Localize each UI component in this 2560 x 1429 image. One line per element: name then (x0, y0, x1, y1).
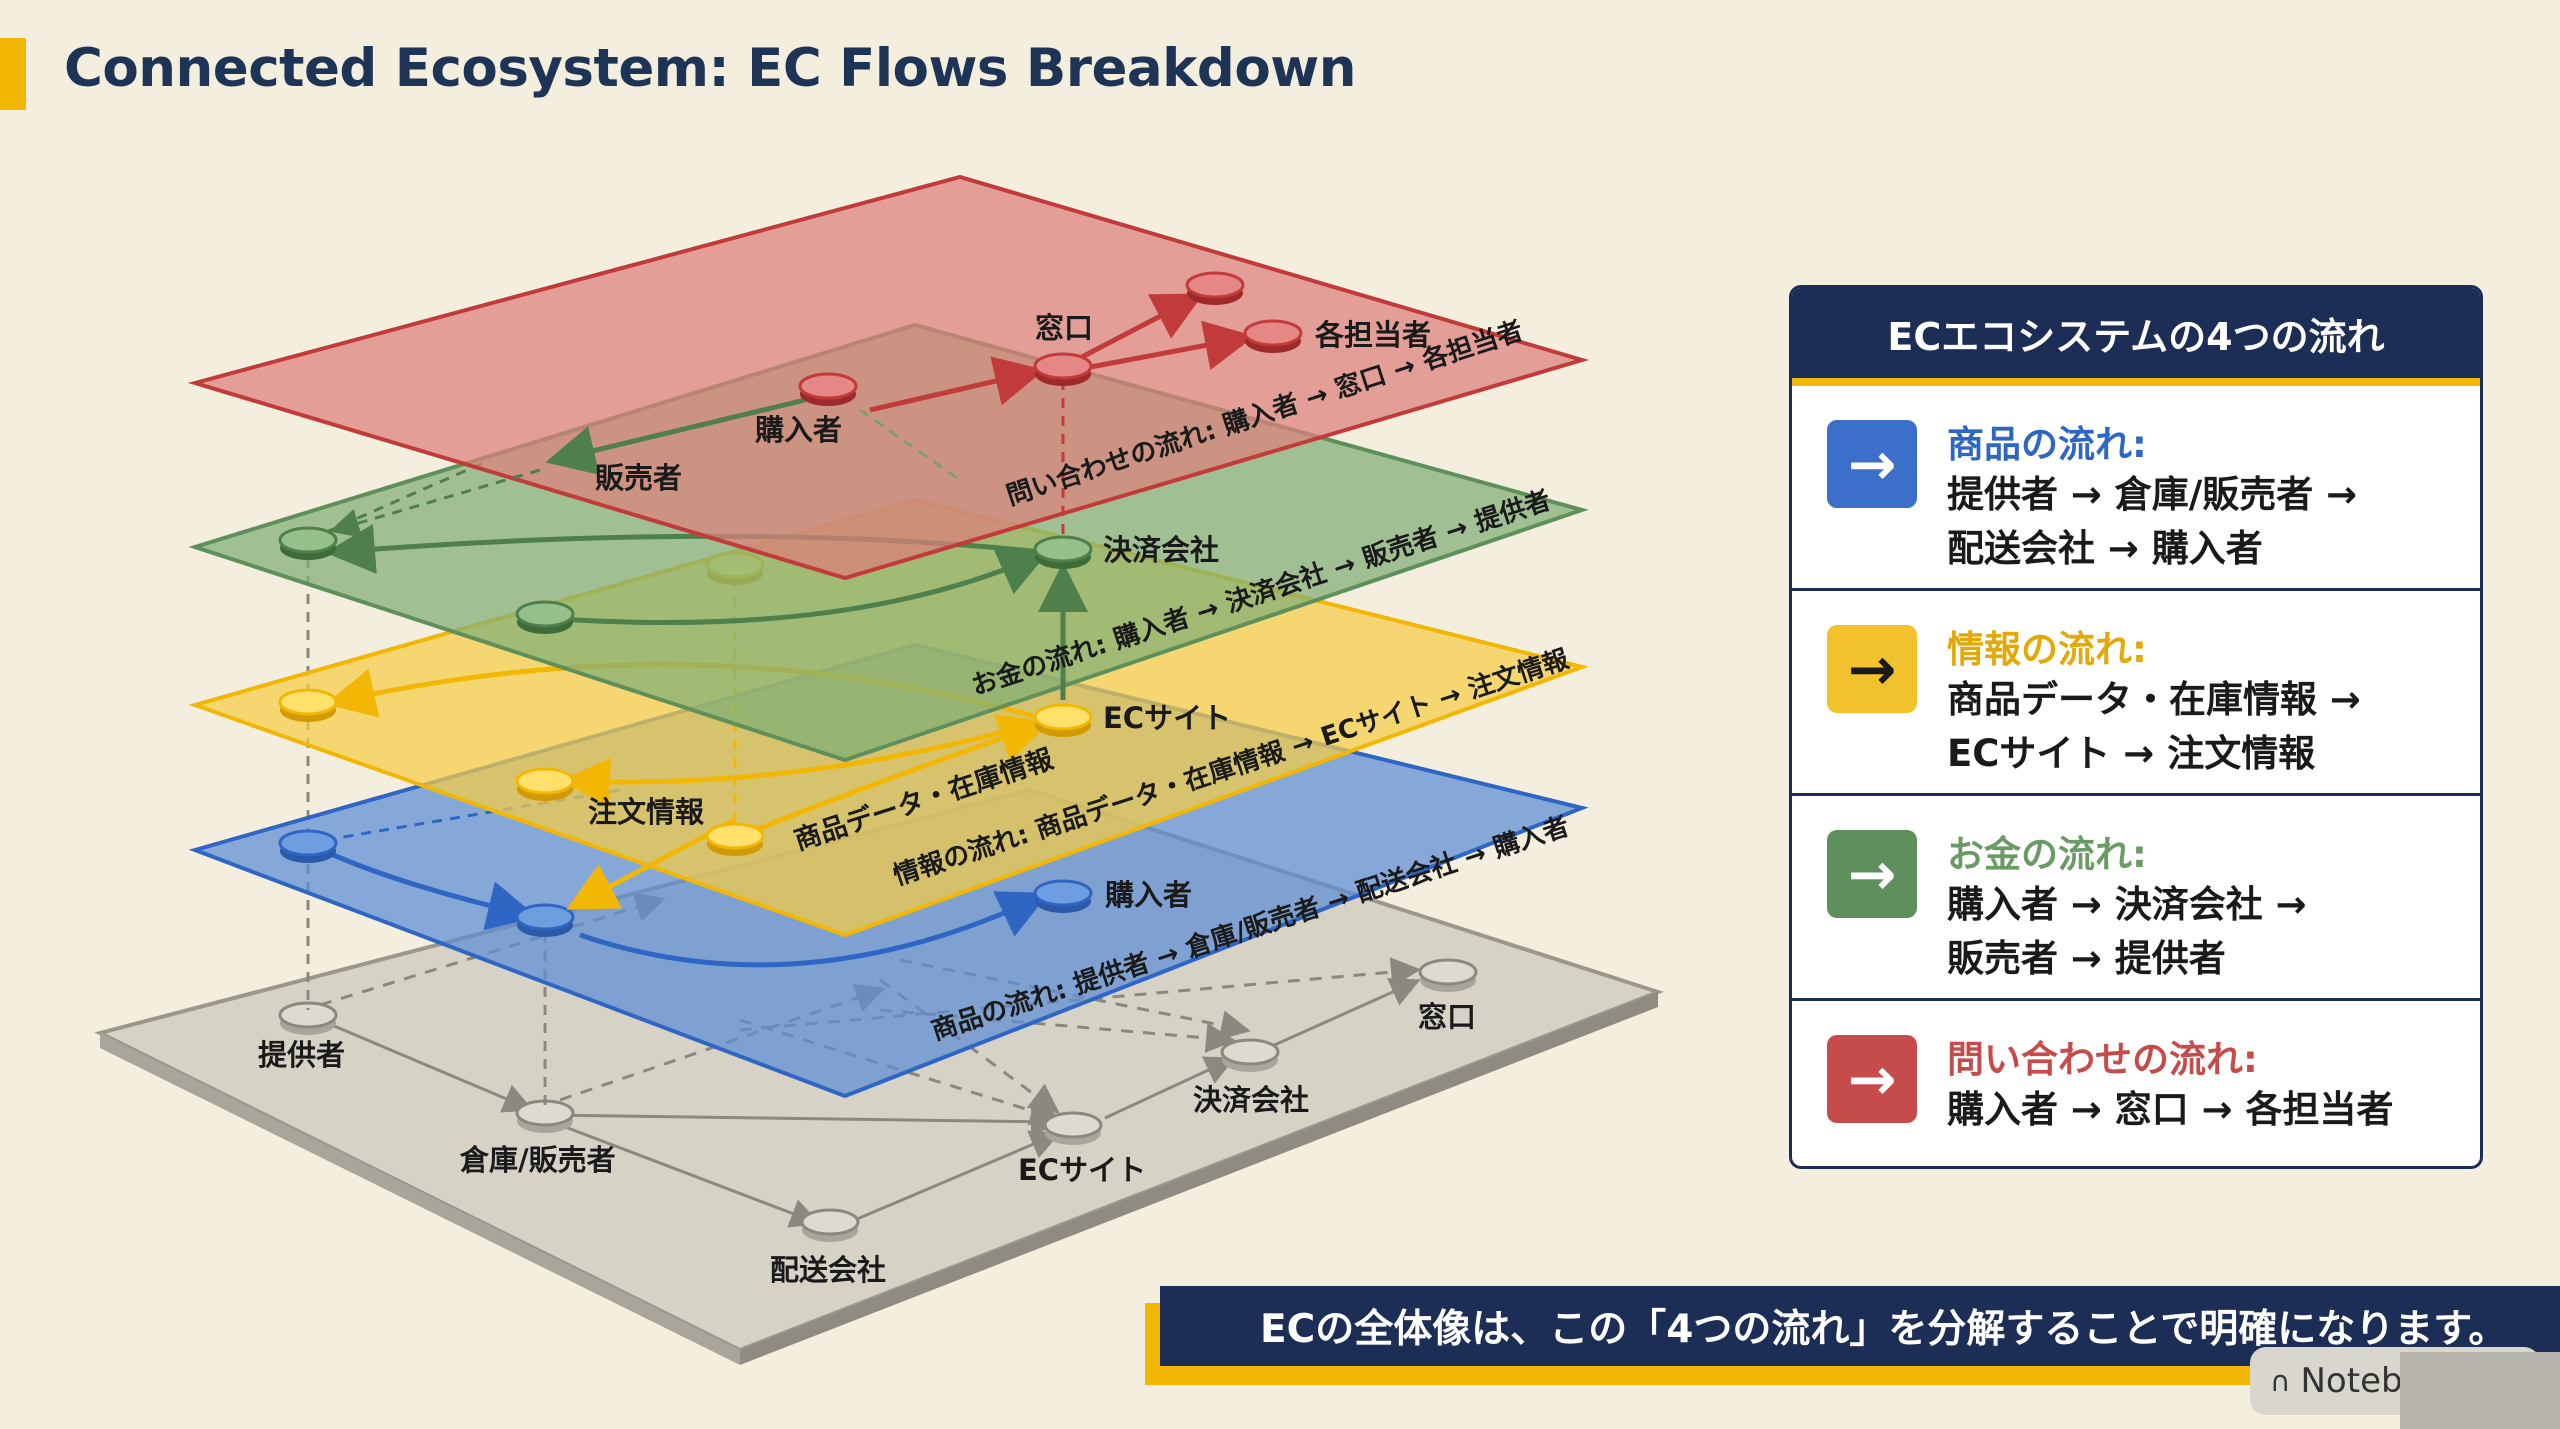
blue-label-konyu: 購入者 (1105, 878, 1192, 912)
arrow-right-icon: → (1827, 1035, 1917, 1123)
red-layer: 窓口 各担当者 購入者 販売者 問い合わせの流れ: 購入者 → 窓口 → 各担当… (187, 174, 1590, 581)
yellow-label-ecsite: ECサイト (1103, 701, 1231, 735)
page-title: Connected Ecosystem: EC Flows Breakdown (64, 38, 1356, 99)
red-label-tanto: 各担当者 (1314, 318, 1431, 352)
red-label-madoguchi: 窓口 (1035, 311, 1093, 345)
green-label-kessai: 決済会社 (1103, 533, 1219, 567)
notebook-label: Noteb (2300, 1361, 2403, 1401)
legend-item-path-line: 購入者 → 決済会社 → (1947, 883, 2307, 926)
legend-item-path-line: 購入者 → 窓口 → 各担当者 (1947, 1088, 2394, 1131)
base-label-ecsite: ECサイト (1018, 1153, 1146, 1187)
base-label-teikyo: 提供者 (258, 1038, 345, 1072)
legend-item-path: 商品データ・在庫情報 → ECサイト → 注文情報 (1947, 673, 2467, 781)
base-nodes (278, 958, 1478, 1242)
legend-item-path: 購入者 → 窓口 → 各担当者 (1947, 1083, 2467, 1137)
arrow-right-icon: → (1827, 420, 1917, 508)
legend-item-name: 問い合わせの流れ: (1947, 1038, 2258, 1081)
red-label-hanbai: 販売者 (595, 461, 682, 495)
legend-item-inquiry: → 問い合わせの流れ: 購入者 → 窓口 → 各担当者 (1792, 1001, 2480, 1166)
legend-item-money: → お金の流れ: 購入者 → 決済会社 → 販売者 → 提供者 (1792, 796, 2480, 1001)
flow-legend: ECエコシステムの4つの流れ → 商品の流れ: 提供者 → 倉庫/販売者 → 配送… (1789, 285, 2483, 1169)
legend-heading: ECエコシステムの4つの流れ (1792, 288, 2480, 386)
legend-item-path: 提供者 → 倉庫/販売者 → 配送会社 → 購入者 (1947, 468, 2467, 576)
legend-item-path-line: ECサイト → 注文情報 (1947, 732, 2316, 775)
legend-item-path-line: 提供者 → 倉庫/販売者 → (1947, 473, 2358, 516)
base-label-haiso: 配送会社 (770, 1253, 886, 1287)
arrow-right-icon: → (1827, 625, 1917, 713)
legend-item-name: お金の流れ: (1947, 833, 2147, 876)
legend-item-path-line: 配送会社 → 購入者 (1947, 527, 2263, 570)
legend-item-path-line: 商品データ・在庫情報 → (1947, 678, 2361, 721)
base-label-soko: 倉庫/販売者 (459, 1143, 616, 1177)
legend-item-path-line: 販売者 → 提供者 (1947, 937, 2226, 980)
headphones-icon: ∩ (2270, 1364, 2291, 1398)
legend-item-name: 情報の流れ: (1947, 628, 2147, 671)
corner-overlay (2400, 1352, 2560, 1429)
legend-item-path: 購入者 → 決済会社 → 販売者 → 提供者 (1947, 878, 2467, 986)
title-accent-bar (0, 38, 26, 110)
base-label-madoguchi: 窓口 (1418, 1000, 1476, 1034)
arrow-right-icon: → (1827, 830, 1917, 918)
red-label-konyu: 購入者 (755, 413, 842, 447)
yellow-label-chumon: 注文情報 (588, 795, 705, 829)
base-label-kessai: 決済会社 (1193, 1083, 1309, 1117)
legend-item-info: → 情報の流れ: 商品データ・在庫情報 → ECサイト → 注文情報 (1792, 591, 2480, 796)
legend-item-product: → 商品の流れ: 提供者 → 倉庫/販売者 → 配送会社 → 購入者 (1792, 386, 2480, 591)
legend-item-name: 商品の流れ: (1947, 423, 2147, 466)
